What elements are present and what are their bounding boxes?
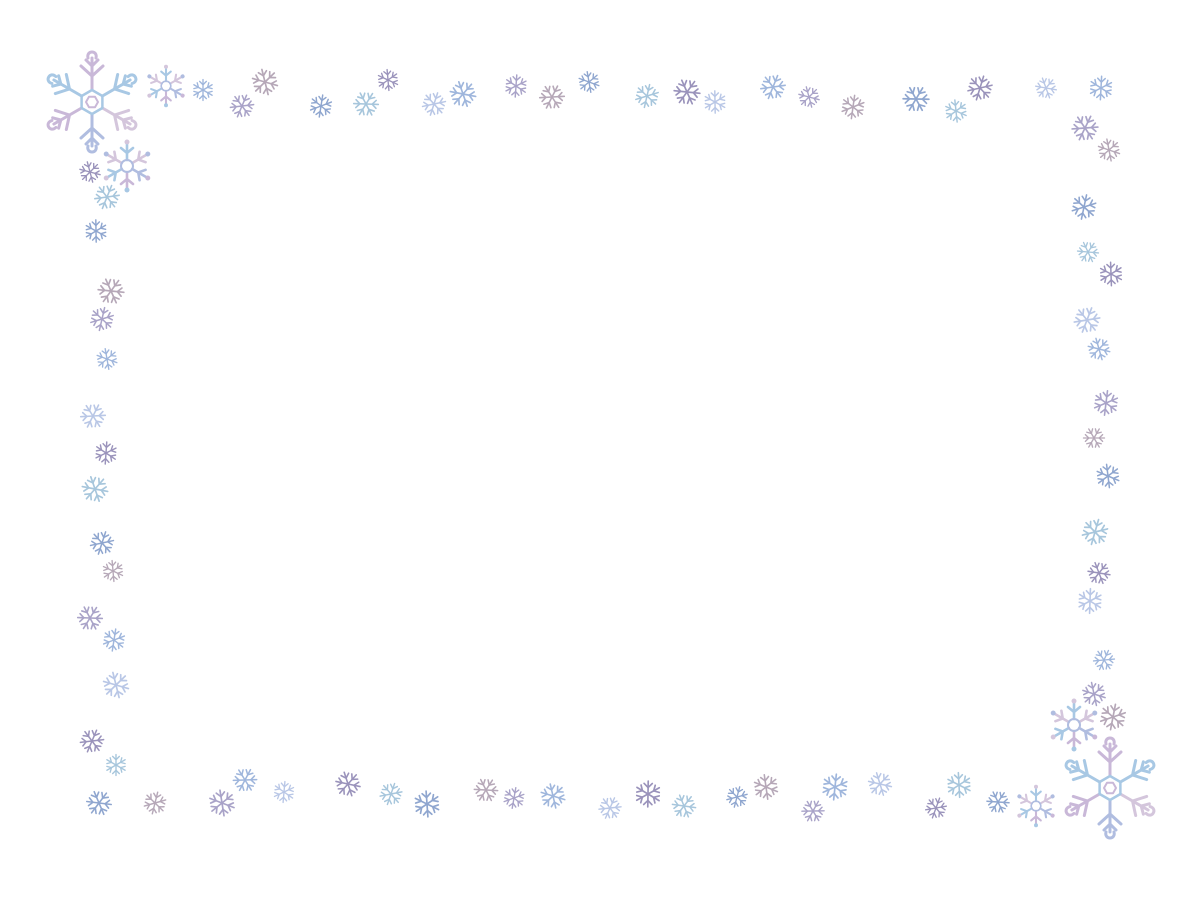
snowflake-icon bbox=[79, 404, 107, 428]
snowflake-icon bbox=[449, 80, 477, 108]
snowflake-icon bbox=[1073, 307, 1101, 333]
snowflake-icon bbox=[753, 774, 779, 800]
snowflake-icon bbox=[986, 791, 1010, 813]
snowflake-icon bbox=[377, 68, 399, 92]
snowflake-icon bbox=[421, 92, 447, 116]
snowflake-icon bbox=[102, 628, 126, 652]
snowflake-icon bbox=[81, 475, 109, 503]
snowflake-icon bbox=[79, 729, 105, 753]
snowflake-icon bbox=[822, 773, 848, 801]
snowflake-icon bbox=[760, 74, 786, 100]
snowflake-icon bbox=[1096, 463, 1120, 489]
ornate-snowflake-icon bbox=[147, 64, 185, 108]
snowflake-icon bbox=[1076, 241, 1100, 263]
snowflake-icon bbox=[95, 441, 117, 465]
snowflake-icon bbox=[193, 78, 213, 102]
snowflake-icon bbox=[76, 606, 104, 630]
ornate-snowflake-icon bbox=[1064, 736, 1156, 840]
snowflake-icon bbox=[379, 782, 403, 806]
snowflake-icon bbox=[1071, 194, 1097, 220]
snowflake-icon bbox=[473, 778, 499, 802]
snowflake-icon bbox=[1034, 77, 1058, 99]
snowflake-icon bbox=[726, 786, 748, 808]
snowflake-icon bbox=[335, 771, 361, 797]
snowflake-icon bbox=[273, 780, 295, 804]
snowflake-icon bbox=[540, 783, 566, 809]
snowflake-icon bbox=[102, 671, 130, 699]
snowflake-icon bbox=[79, 161, 101, 183]
snowflake-icon bbox=[414, 790, 440, 818]
snowflake-icon bbox=[102, 559, 124, 583]
snowflake-icon bbox=[143, 791, 167, 815]
snowflake-icon bbox=[538, 85, 566, 109]
snowflake-icon bbox=[209, 789, 235, 817]
snowflake-icon bbox=[85, 219, 107, 243]
snowflake-icon bbox=[1092, 649, 1116, 671]
snowflake-icon bbox=[251, 68, 279, 96]
snowflake-icon bbox=[94, 184, 120, 210]
snowflake-icon bbox=[1099, 703, 1127, 731]
ornate-snowflake-icon bbox=[103, 139, 151, 193]
snowflake-icon bbox=[1093, 389, 1119, 417]
snowflake-icon bbox=[671, 794, 697, 818]
snowflake-icon bbox=[635, 780, 661, 808]
snowflake-icon bbox=[798, 86, 820, 108]
snowflake-icon bbox=[578, 70, 600, 94]
snowflake-icon bbox=[96, 347, 118, 371]
snowflake-icon bbox=[232, 768, 258, 792]
snowflake-icon bbox=[967, 75, 993, 101]
snowflake-icon bbox=[97, 278, 125, 304]
snowflake-icon bbox=[598, 797, 622, 819]
snowflake-icon bbox=[503, 786, 525, 810]
snowflake-icon bbox=[1089, 75, 1113, 101]
snowflake-icon bbox=[1078, 587, 1102, 615]
snowflake-icon bbox=[801, 800, 825, 822]
snowflake-icon bbox=[85, 790, 113, 816]
snowflake-icon bbox=[841, 94, 865, 120]
snowflake-icon bbox=[1099, 261, 1123, 287]
snowflake-icon bbox=[924, 797, 948, 819]
snowflake-icon bbox=[1071, 115, 1099, 141]
snowflake-icon bbox=[902, 86, 930, 112]
ornate-snowflake-icon bbox=[46, 50, 138, 154]
snowflake-icon bbox=[229, 94, 255, 118]
snowflake-icon bbox=[673, 79, 701, 105]
snowflake-icon bbox=[704, 90, 726, 114]
snowflake-icon bbox=[947, 771, 971, 799]
snowflake-icon bbox=[352, 92, 380, 116]
snowflake-icon bbox=[635, 83, 659, 109]
ornate-snowflake-icon bbox=[1050, 698, 1098, 752]
snowflake-icon bbox=[867, 772, 893, 796]
snowflake-icon bbox=[945, 99, 967, 123]
snowflake-icon bbox=[1097, 138, 1121, 162]
ornate-snowflake-icon bbox=[1017, 784, 1055, 828]
snowflake-icon bbox=[1087, 561, 1111, 585]
snowflake-icon bbox=[1082, 428, 1106, 448]
snowflake-icon bbox=[90, 306, 114, 332]
snowflake-icon bbox=[106, 753, 126, 777]
snowflake-icon bbox=[1081, 518, 1109, 546]
snowflake-icon bbox=[1082, 681, 1106, 707]
snowflake-icon bbox=[505, 74, 527, 98]
snowflake-icon bbox=[309, 94, 333, 118]
snowflake-icon bbox=[89, 531, 115, 555]
snowflake-icon bbox=[1087, 337, 1111, 361]
